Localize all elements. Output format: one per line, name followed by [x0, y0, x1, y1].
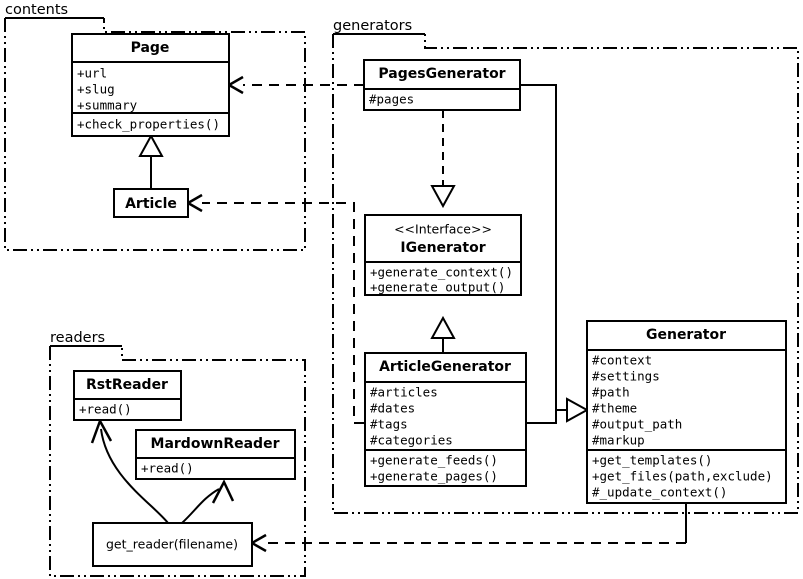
class-method-igenerator-generate-context: +generate_context() — [370, 265, 513, 280]
class-name-page: Page — [131, 40, 170, 56]
class-stereotype-igenerator: <<Interface>> — [394, 222, 492, 237]
relation-pagesgenerator-uses-page — [226, 75, 364, 95]
dependency-arrowhead-get-reader — [249, 533, 267, 553]
relation-articlegenerator-realizes-igenerator — [430, 315, 456, 353]
class-method-article-generator-generate-feeds: +generate_feeds() — [370, 453, 498, 468]
class-attribute-article-generator-articles: #articles — [370, 385, 438, 400]
class-attribute-article-generator-categories: #categories — [370, 433, 453, 448]
relation-get-reader-returns-mardownreader — [181, 479, 235, 524]
generalization-arrowhead-page — [138, 133, 164, 157]
package-readers: readers — [49, 330, 306, 577]
association-curve-getreader-rstreader — [100, 428, 169, 524]
function-name-get-reader: get_reader(filename) — [106, 537, 238, 552]
package-generators-label: generators — [333, 18, 412, 34]
class-box-page-frame — [71, 33, 230, 137]
package-contents-label: contents — [5, 2, 68, 18]
class-attribute-article-generator-dates: #dates — [370, 401, 415, 416]
class-method-mardown-reader-read: +read() — [141, 461, 194, 476]
dependency-line-articlegenerator-article — [202, 202, 364, 424]
class-attribute-generator-context: #context — [592, 353, 652, 368]
dependency-arrowhead-article — [185, 193, 203, 213]
class-box-mardown-reader[interactable]: MardownReader +read() — [135, 429, 296, 480]
class-method-generator-get-files: +get_files(path,exclude) — [592, 469, 773, 484]
class-name-article-generator: ArticleGenerator — [379, 359, 511, 375]
class-name-generator: Generator — [646, 327, 726, 343]
generalization-line-articlegenerator-generator — [526, 410, 557, 424]
class-attribute-page-url: +url — [77, 66, 107, 81]
class-box-page[interactable]: Page +url +slug +summary +check_properti… — [71, 33, 230, 137]
class-box-igenerator-frame — [364, 214, 522, 296]
class-attribute-pages-generator-pages: #pages — [369, 92, 414, 107]
class-box-generator[interactable]: Generator #context #settings #path #them… — [586, 320, 787, 504]
class-attribute-article-generator-tags: #tags — [370, 417, 408, 432]
package-readers-label: readers — [50, 330, 105, 346]
class-attribute-page-summary: +summary — [77, 98, 138, 113]
class-attribute-generator-settings: #settings — [592, 369, 660, 384]
class-box-pages-generator-frame — [363, 59, 521, 111]
association-arrowhead-mardownreader — [211, 479, 235, 504]
relation-generator-uses-get-reader — [249, 503, 687, 553]
generalization-arrowhead-generator — [566, 397, 590, 423]
package-contents: contents — [4, 2, 306, 251]
class-box-article[interactable]: Article — [113, 188, 189, 218]
class-box-article-generator[interactable]: ArticleGenerator #articles #dates #tags … — [364, 352, 527, 487]
realization-arrowhead-igenerator-top — [430, 185, 456, 209]
relation-articlegenerator-uses-article — [185, 193, 364, 424]
class-name-pages-generator: PagesGenerator — [378, 66, 505, 82]
function-box-get-reader-frame — [92, 522, 253, 567]
association-curve-getreader-mardownreader — [181, 488, 220, 524]
class-name-mardown-reader: MardownReader — [151, 436, 280, 452]
class-attribute-generator-theme: #theme — [592, 401, 637, 416]
class-method-generator-update-context: #_update_context() — [592, 485, 727, 500]
class-box-article-frame — [113, 188, 189, 218]
class-method-generator-get-templates: +get_templates() — [592, 453, 712, 468]
class-method-article-generator-generate-pages: +generate_pages() — [370, 469, 498, 484]
class-method-rst-reader-read: +read() — [79, 402, 132, 417]
class-name-igenerator: IGenerator — [400, 240, 485, 256]
package-generators: generators — [332, 18, 799, 514]
class-box-igenerator[interactable]: <<Interface>> IGenerator +generate_conte… — [364, 214, 522, 296]
generalization-line-pagesgenerator-generator — [520, 84, 567, 411]
realization-arrowhead-igenerator-bottom — [430, 315, 456, 339]
class-attribute-page-slug: +slug — [77, 82, 115, 97]
package-generators-border — [332, 33, 799, 514]
class-box-generator-frame — [586, 320, 787, 504]
class-box-mardown-reader-frame — [135, 429, 296, 480]
relation-article-inherits-page — [138, 133, 164, 189]
class-method-igenerator-generate-output: +generate_output() — [370, 280, 505, 295]
relation-pagesgenerator-realizes-igenerator — [430, 110, 456, 209]
relation-generators-inherit-generator — [520, 84, 590, 424]
function-box-get-reader[interactable]: get_reader(filename) — [92, 522, 253, 567]
class-name-rst-reader: RstReader — [86, 377, 168, 393]
class-box-pages-generator[interactable]: PagesGenerator #pages — [363, 59, 521, 111]
dependency-arrowhead-page — [226, 75, 244, 95]
class-method-page-check-properties: +check_properties() — [77, 117, 220, 132]
class-attribute-generator-output-path: #output_path — [592, 417, 682, 432]
class-attribute-generator-path: #path — [592, 385, 630, 400]
class-box-rst-reader-frame — [73, 370, 182, 421]
class-box-rst-reader[interactable]: RstReader +read() — [73, 370, 182, 421]
class-name-article: Article — [125, 196, 177, 212]
class-attribute-generator-markup: #markup — [592, 433, 645, 448]
class-box-article-generator-frame — [364, 352, 527, 487]
